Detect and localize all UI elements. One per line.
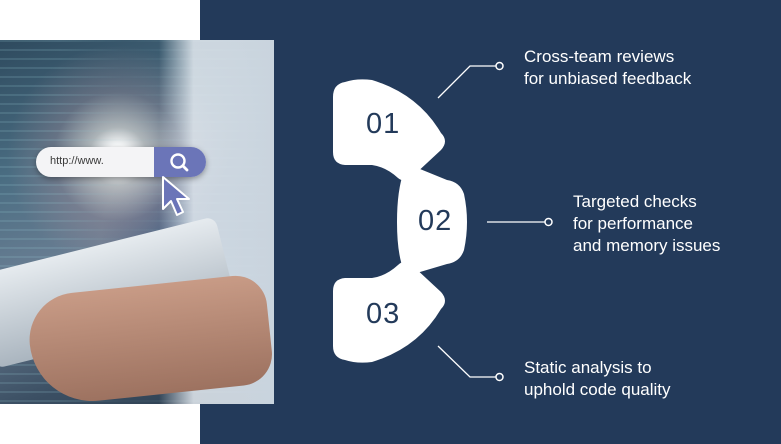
step-text-02-line: Targeted checks bbox=[573, 192, 697, 211]
mouse-pointer-icon bbox=[162, 176, 190, 216]
step-number-03: 03 bbox=[366, 298, 401, 330]
segment-03 bbox=[333, 261, 445, 363]
url-search-bar: http://www. bbox=[36, 147, 206, 177]
step-text-02-line: and memory issues bbox=[573, 236, 721, 255]
url-text: http://www. bbox=[50, 155, 104, 167]
connector-01-dot bbox=[495, 61, 504, 71]
step-text-01-line: Cross-team reviews bbox=[524, 47, 675, 66]
segment-02 bbox=[397, 164, 467, 277]
step-text-02-line: for performance bbox=[573, 214, 693, 233]
step-text-01-line: for unbiased feedback bbox=[524, 69, 692, 88]
step-number-02: 02 bbox=[418, 205, 453, 237]
search-button bbox=[154, 147, 206, 177]
connector-03 bbox=[437, 345, 496, 378]
connector-03-dot bbox=[495, 372, 504, 382]
step-text-03-line: uphold code quality bbox=[524, 380, 671, 399]
hero-photo: http://www. bbox=[0, 40, 274, 404]
step-text-03-line: Static analysis to bbox=[524, 358, 652, 377]
step-text-03: Static analysis to uphold code quality bbox=[524, 357, 671, 401]
segment-01 bbox=[333, 79, 445, 181]
connector-01 bbox=[437, 65, 496, 99]
search-icon bbox=[170, 153, 189, 172]
step-number-01: 01 bbox=[366, 108, 401, 140]
step-text-01: Cross-team reviews for unbiased feedback bbox=[524, 46, 691, 90]
step-text-02: Targeted checks for performance and memo… bbox=[573, 191, 720, 257]
connector-02-dot bbox=[544, 217, 553, 227]
